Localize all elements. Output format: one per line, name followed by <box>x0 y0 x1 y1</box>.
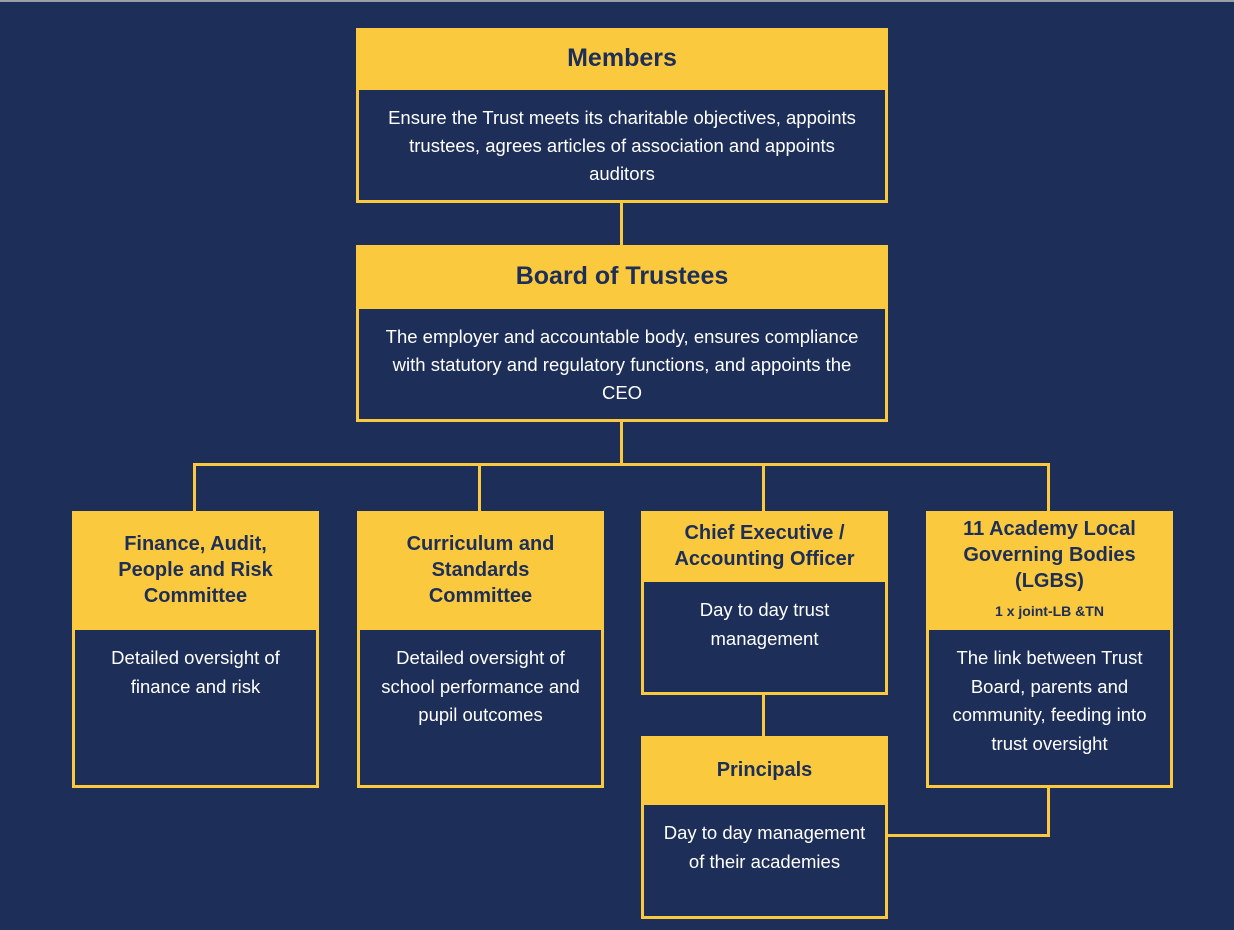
ceo-description: Day to day trust management <box>644 582 885 692</box>
board-title: Board of Trustees <box>515 261 729 290</box>
board-of-trustees-node: Board of Trustees The employer and accou… <box>356 245 888 422</box>
connector-to-curriculum <box>478 463 481 513</box>
members-node: Members Ensure the Trust meets its chari… <box>356 28 888 203</box>
ceo-title: Chief Executive / Accounting Officer <box>674 522 855 570</box>
ceo-node: Chief Executive / Accounting Officer Day… <box>641 511 888 695</box>
finance-committee-node: Finance, Audit, People and Risk Committe… <box>72 511 319 788</box>
connector-horizontal-bus <box>193 463 1050 466</box>
lgbs-header: 11 Academy Local Governing Bodies (LGBS)… <box>926 511 1173 628</box>
board-description: The employer and accountable body, ensur… <box>359 309 885 419</box>
curriculum-description: Detailed oversight of school performance… <box>360 630 601 785</box>
finance-description: Detailed oversight of finance and risk <box>75 630 316 785</box>
lgbs-title: 11 Academy Local Governing Bodies (LGBS) <box>963 517 1136 592</box>
principals-title: Principals <box>716 759 813 781</box>
connector-ceo-principals <box>762 692 765 738</box>
connector-lgbs-down <box>1047 785 1050 837</box>
principals-description: Day to day management of their academies <box>644 805 885 916</box>
connector-to-lgbs <box>1047 463 1050 513</box>
curriculum-committee-node: Curriculum and Standards Committee Detai… <box>357 511 604 788</box>
members-title: Members <box>567 43 677 72</box>
lgbs-node: 11 Academy Local Governing Bodies (LGBS)… <box>926 511 1173 788</box>
connector-board-down <box>620 420 623 465</box>
lgbs-subtitle: 1 x joint-LB &TN <box>995 602 1104 619</box>
curriculum-title: Curriculum and Standards Committee <box>406 532 555 607</box>
connector-members-board <box>620 200 623 248</box>
finance-title: Finance, Audit, People and Risk Committe… <box>118 532 273 607</box>
members-description: Ensure the Trust meets its charitable ob… <box>359 90 885 200</box>
connector-lgbs-principals <box>885 834 1050 837</box>
lgbs-description: The link between Trust Board, parents an… <box>929 630 1170 785</box>
connector-to-ceo <box>762 463 765 513</box>
principals-node: Principals Day to day management of thei… <box>641 736 888 919</box>
connector-to-finance <box>193 463 196 513</box>
